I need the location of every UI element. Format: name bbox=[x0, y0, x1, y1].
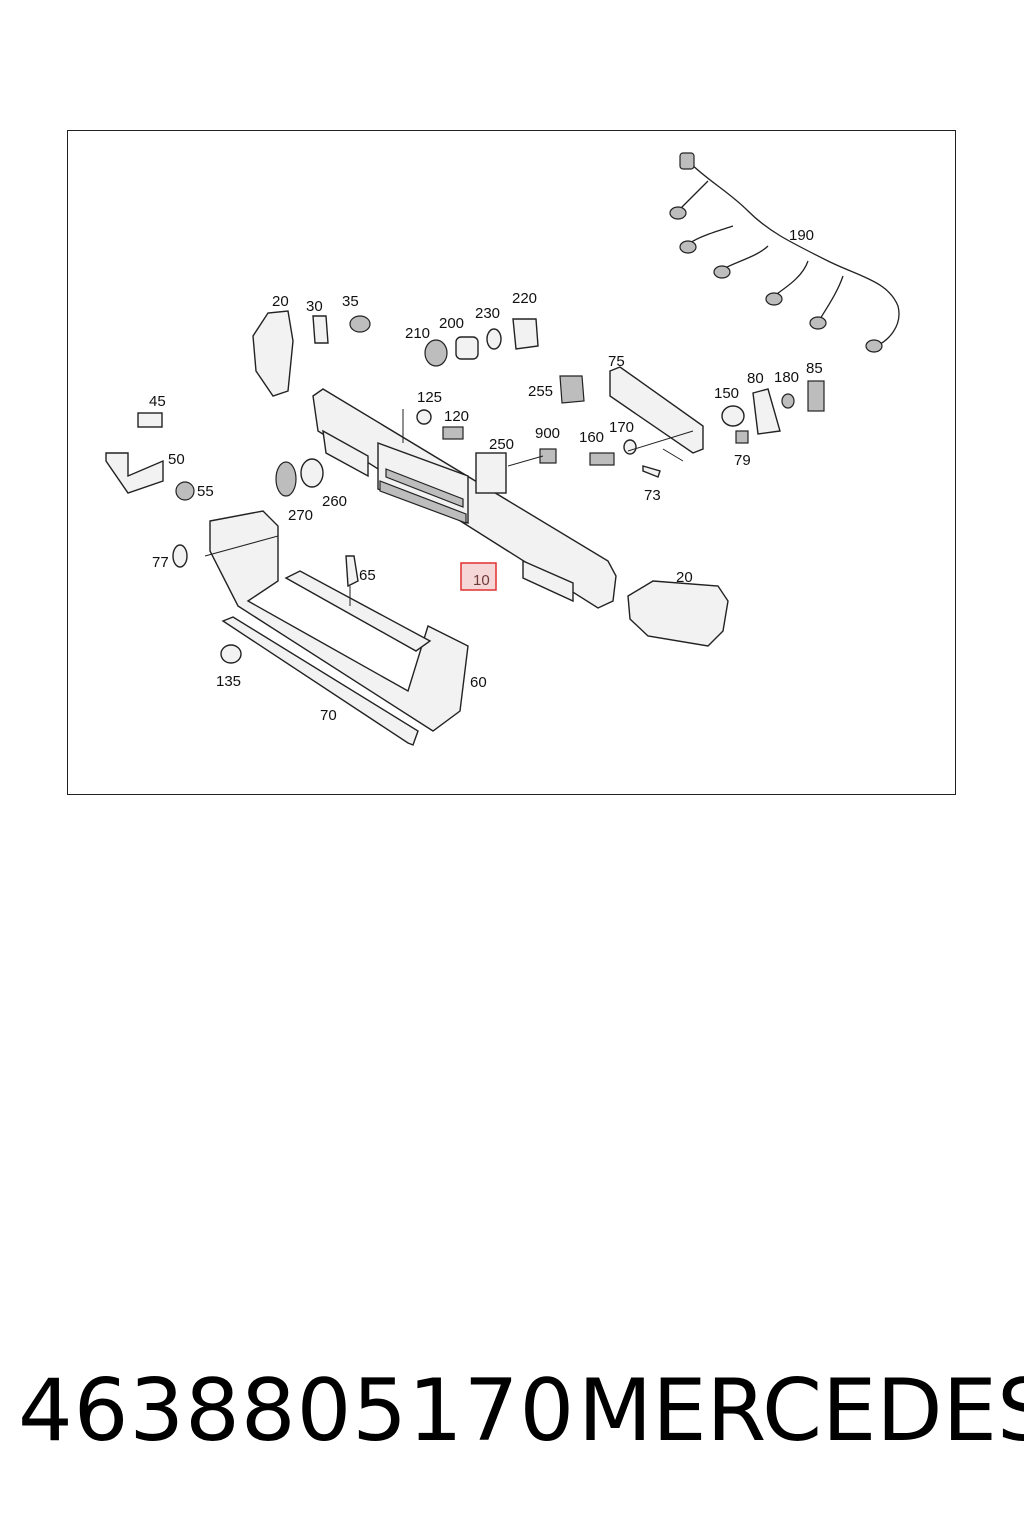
parts-diagram-frame: 20 30 35 45 50 55 77 270 260 65 135 70 6… bbox=[67, 130, 956, 795]
label-45: 45 bbox=[149, 393, 166, 410]
screw-73 bbox=[642, 465, 661, 478]
label-10: 10 bbox=[473, 572, 490, 589]
label-135: 135 bbox=[216, 673, 241, 690]
retainer-255 bbox=[559, 375, 585, 404]
leader-lines bbox=[204, 409, 694, 606]
bumper-cover-10 bbox=[312, 388, 617, 609]
retainer-220 bbox=[512, 318, 539, 350]
label-125: 125 bbox=[417, 389, 442, 406]
bolt-160 bbox=[589, 452, 615, 466]
washer-125 bbox=[416, 409, 432, 425]
label-220: 220 bbox=[512, 290, 537, 307]
label-80: 80 bbox=[747, 370, 764, 387]
clip-85 bbox=[807, 380, 825, 412]
label-77: 77 bbox=[152, 554, 169, 571]
label-75: 75 bbox=[608, 353, 625, 370]
end-cap-20-right bbox=[627, 580, 729, 647]
label-200: 200 bbox=[439, 315, 464, 332]
wiring-harness-190 bbox=[669, 152, 900, 353]
tray-250 bbox=[475, 452, 507, 494]
bracket-50 bbox=[105, 452, 164, 494]
nut-79 bbox=[735, 430, 749, 444]
clip-45 bbox=[137, 412, 163, 428]
ring-230 bbox=[486, 328, 502, 350]
label-30: 30 bbox=[306, 298, 323, 315]
label-270: 270 bbox=[288, 507, 313, 524]
label-180: 180 bbox=[774, 369, 799, 386]
grille-plate bbox=[284, 570, 432, 652]
label-55: 55 bbox=[197, 483, 214, 500]
label-190: 190 bbox=[789, 227, 814, 244]
label-70: 70 bbox=[320, 707, 337, 724]
bolt-120 bbox=[442, 426, 464, 440]
grommet-55 bbox=[175, 481, 195, 501]
label-73: 73 bbox=[644, 487, 661, 504]
label-260: 260 bbox=[322, 493, 347, 510]
exploded-parts-diagram: 20 30 35 45 50 55 77 270 260 65 135 70 6… bbox=[105, 152, 900, 746]
clip-30 bbox=[312, 315, 329, 344]
washer-170 bbox=[623, 439, 637, 455]
label-79: 79 bbox=[734, 452, 751, 469]
label-170: 170 bbox=[609, 419, 634, 436]
strip-70 bbox=[221, 616, 419, 746]
sensor-holder-210 bbox=[424, 339, 448, 367]
bracket-75 bbox=[609, 366, 704, 454]
label-150: 150 bbox=[714, 385, 739, 402]
label-210: 210 bbox=[405, 325, 430, 342]
washer-180 bbox=[781, 393, 795, 409]
spacer-150 bbox=[721, 405, 745, 427]
label-255: 255 bbox=[528, 383, 553, 400]
ring-260 bbox=[300, 458, 324, 488]
sensor-200 bbox=[455, 336, 479, 360]
highlight-box-part-10 bbox=[460, 562, 497, 591]
label-120: 120 bbox=[444, 408, 469, 425]
clip-65 bbox=[345, 555, 359, 588]
label-900: 900 bbox=[535, 425, 560, 442]
label-20-left: 20 bbox=[272, 293, 289, 310]
lower-panel-60 bbox=[209, 510, 469, 732]
nut-35 bbox=[349, 315, 371, 333]
label-250: 250 bbox=[489, 436, 514, 453]
label-65: 65 bbox=[359, 567, 376, 584]
bracket-80 bbox=[752, 388, 781, 435]
part-number-text: 4638805170 bbox=[18, 1361, 576, 1461]
label-20-right: 20 bbox=[676, 569, 693, 586]
brand-text: MERCEDES bbox=[578, 1361, 1024, 1461]
sensor-900 bbox=[539, 448, 557, 464]
label-230: 230 bbox=[475, 305, 500, 322]
label-160: 160 bbox=[579, 429, 604, 446]
label-60: 60 bbox=[470, 674, 487, 691]
label-35: 35 bbox=[342, 293, 359, 310]
label-50: 50 bbox=[168, 451, 185, 468]
label-85: 85 bbox=[806, 360, 823, 377]
end-cap-20-left bbox=[252, 310, 294, 397]
speaker-grille-270 bbox=[275, 461, 297, 497]
plug-135 bbox=[220, 644, 242, 664]
washer-77 bbox=[172, 544, 188, 568]
